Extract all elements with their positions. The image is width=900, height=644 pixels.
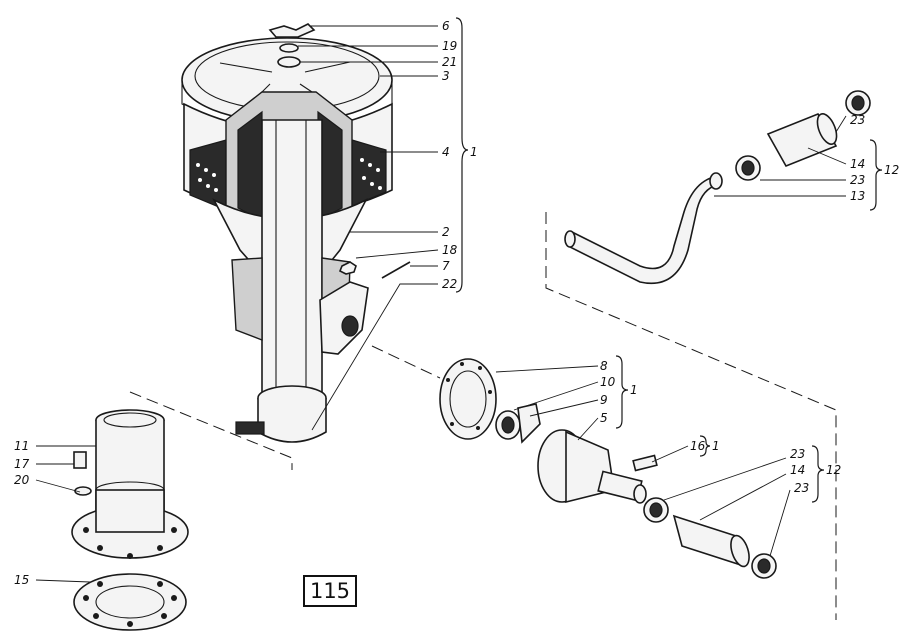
callouts: 6 19 21 3 4 1 2 18 7 22 23 14 23 13 12 8… [14,19,899,587]
flange-8 [439,358,497,440]
washer-21 [277,56,301,68]
callout-4: 4 [442,145,450,159]
bolt-17 [73,451,87,469]
callout-19: 19 [442,39,457,53]
callout-13: 13 [850,189,865,203]
callout-23-c: 23 [790,447,805,461]
bracket-9 [517,403,541,444]
pipe-13 [567,174,720,284]
callout-8: 8 [600,359,608,373]
callout-14-a: 14 [850,157,865,171]
callout-group-12-top: 12 [884,163,899,177]
callout-5: 5 [600,411,608,425]
callout-23-a: 23 [850,113,865,127]
callout-2: 2 [442,225,450,239]
callout-16: 16 [690,439,706,453]
clamp-bolt [235,421,265,435]
center-tube [261,119,323,396]
callout-10: 10 [600,375,616,389]
callout-6: 6 [442,19,450,33]
callout-15: 15 [14,573,29,587]
leader-lines [35,25,847,583]
outlet-group [439,358,777,579]
callout-20: 20 [14,473,30,487]
callout-14-b: 14 [790,463,805,477]
callout-17: 17 [14,457,30,471]
bolt-16 [632,454,658,472]
callout-9: 9 [600,393,608,407]
nut-18 [338,261,357,275]
pin-7 [381,261,411,279]
air-cleaner-assembly [181,23,411,443]
callout-23-d: 23 [794,481,809,495]
callout-7: 7 [442,259,450,273]
callout-group-1-mid: 1 [630,383,638,397]
washer-19 [279,43,299,53]
callout-3: 3 [442,69,450,83]
callout-group-1-16: 1 [712,439,720,453]
wing-nut-6 [268,23,316,38]
intake-pipe-group [564,90,871,284]
gasket-15 [73,573,187,631]
base-pipe-group [71,409,189,631]
callout-22: 22 [442,277,457,291]
callout-18: 18 [442,243,458,257]
callout-group-12-bottom: 12 [826,463,841,477]
callout-group-1-top: 1 [470,145,478,159]
callout-23-b: 23 [850,173,865,187]
page-number: 115 [303,575,357,607]
callout-21: 21 [442,55,457,69]
callout-11: 11 [14,439,29,453]
